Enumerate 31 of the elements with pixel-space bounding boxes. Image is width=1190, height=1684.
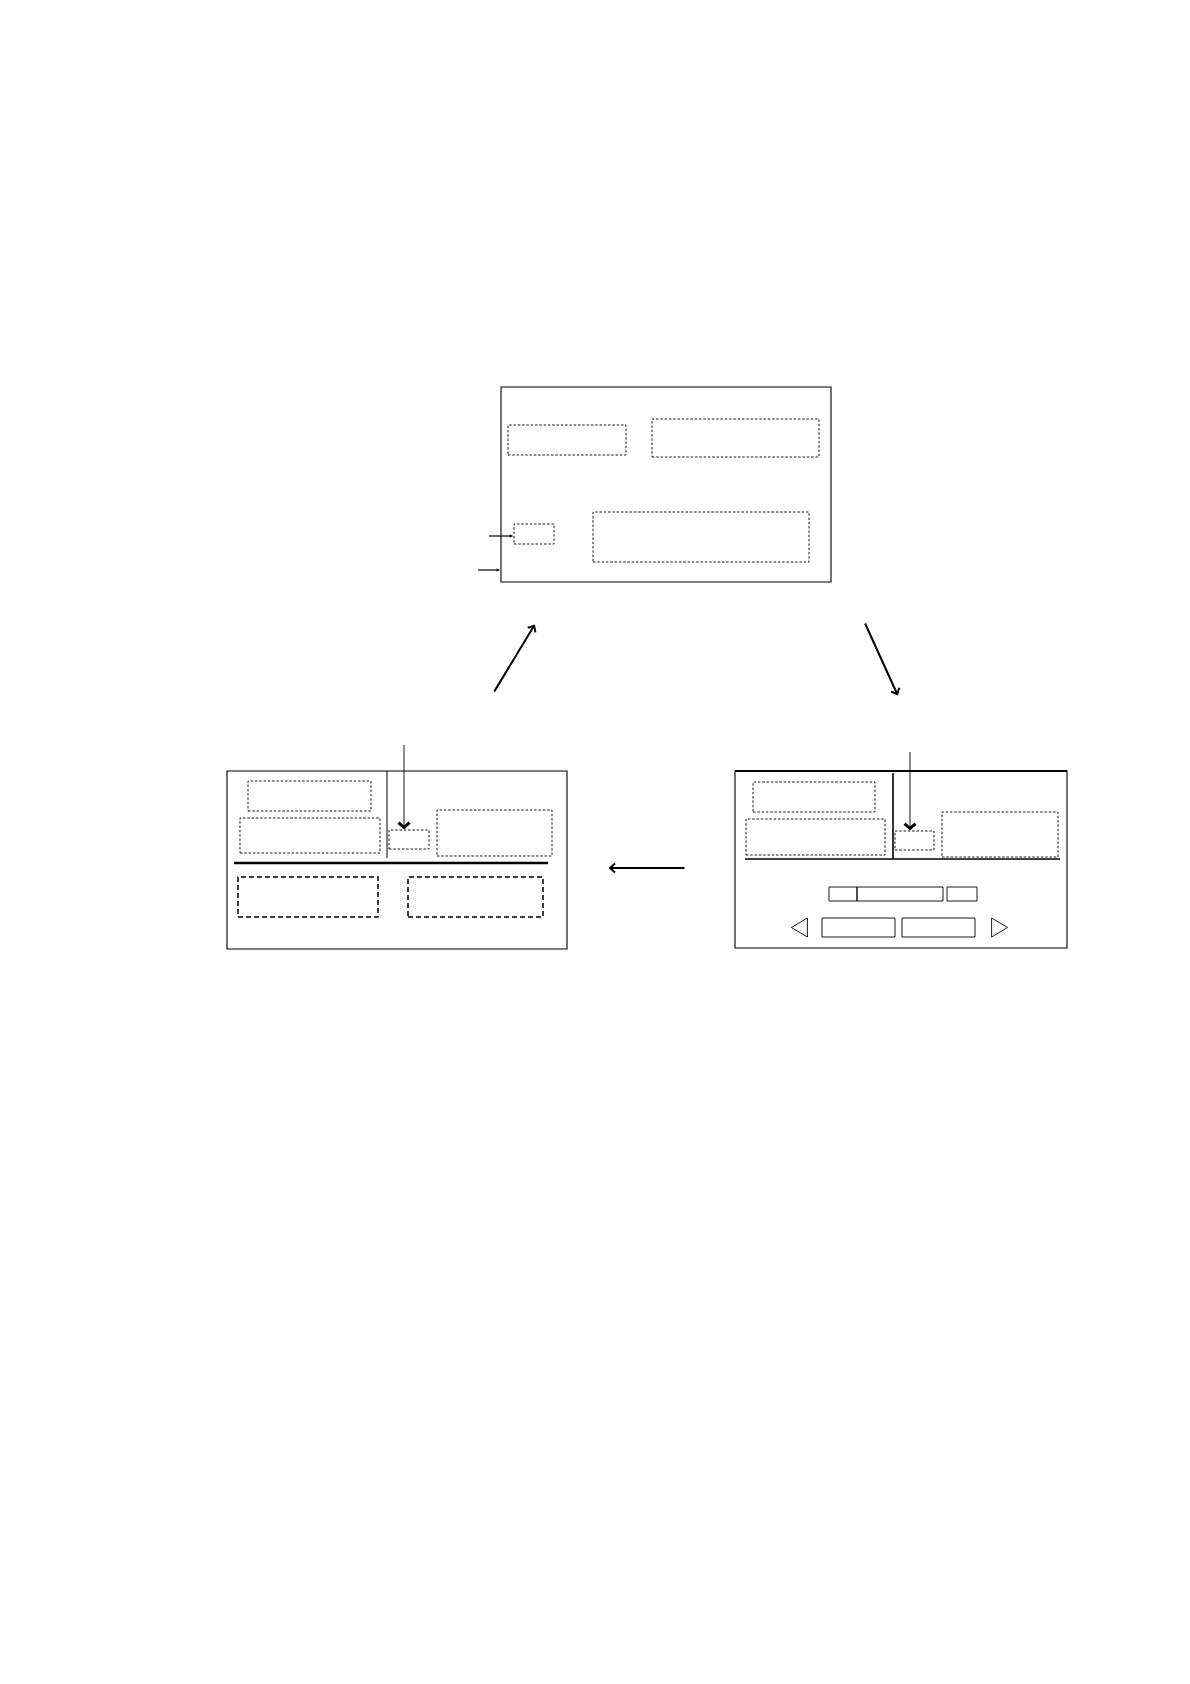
screen-frame [226,770,568,950]
screen-frame [500,386,832,583]
placeholder-box [237,876,379,918]
placeholder-box [941,811,1059,858]
placeholder-box [239,817,381,854]
button [901,917,976,938]
button [828,886,858,902]
arrow [903,751,917,831]
placeholder-box [247,780,372,812]
triangle-button [991,917,1009,938]
placeholder-box [436,809,553,857]
arrow [493,624,537,693]
placeholder-box [407,876,544,918]
placeholder-box [894,830,935,851]
button [856,886,944,902]
button [946,886,978,902]
placeholder-box [651,418,820,458]
button [821,917,896,938]
screen-frame [734,770,1068,949]
placeholder-box [388,829,430,850]
arrow [864,622,901,696]
placeholder-box [752,781,876,813]
placeholder-box [592,511,810,563]
arrow [488,534,513,538]
triangle-button [790,917,808,938]
arrow [608,862,686,874]
arrow [397,744,411,830]
placeholder-box [513,523,555,545]
placeholder-box [507,424,627,456]
placeholder-box [745,818,886,856]
arrow [477,568,500,572]
